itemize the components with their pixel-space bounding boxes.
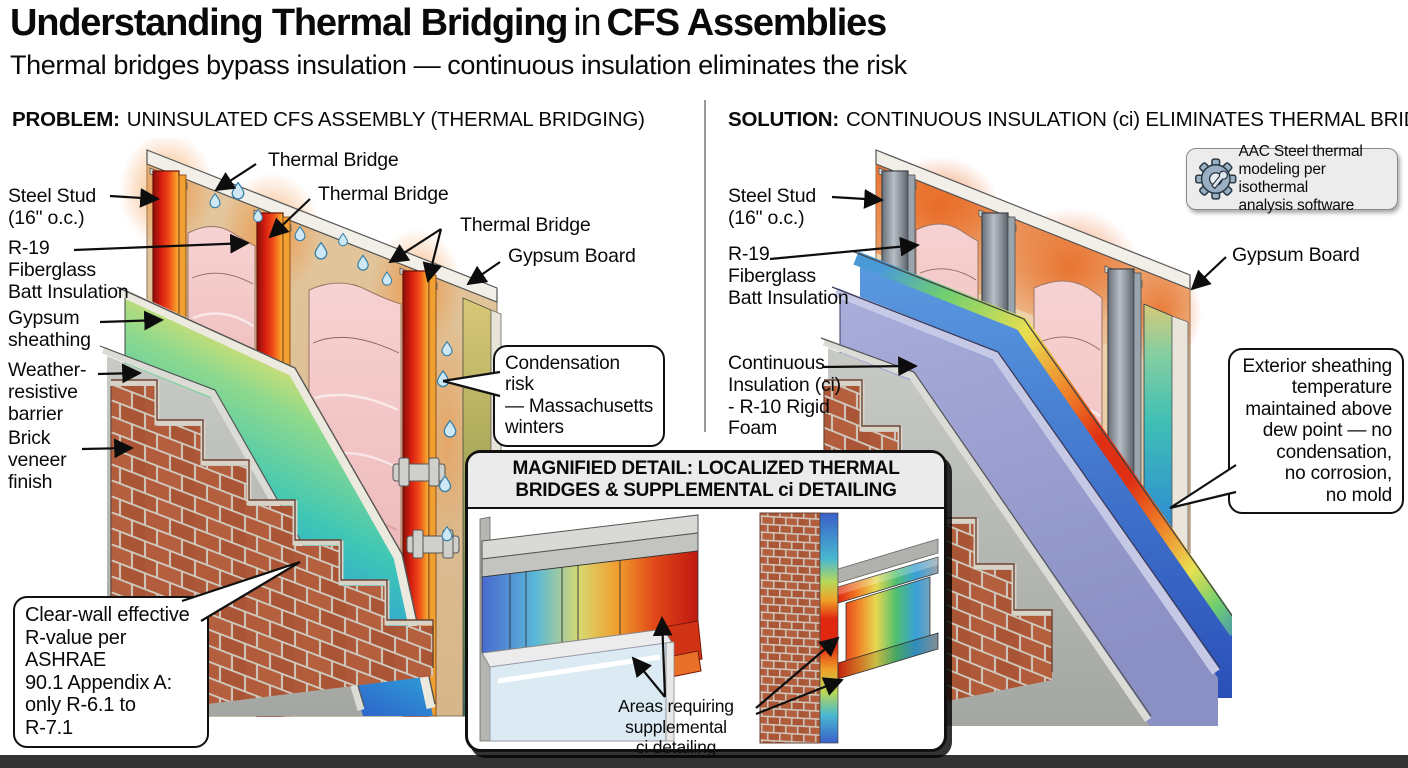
software-badge: AAC Steel thermal modeling per isotherma… [1186, 143, 1398, 214]
condensation-callout: Condensation risk — Massachusetts winter… [493, 345, 665, 447]
label-steel-stud-left: Steel Stud (16" o.c.) [8, 185, 96, 229]
gear-wrench-icon [1195, 158, 1237, 200]
clear-wall-callout: Clear-wall effective R-value per ASHRAE … [13, 596, 209, 748]
label-thermal-bridge-1: Thermal Bridge [268, 149, 399, 171]
problem-header: PROBLEM: UNINSULATED CFS ASSEMBLY (THERMA… [12, 108, 645, 132]
label-thermal-bridge-2: Thermal Bridge [318, 183, 449, 205]
solution-header: SOLUTION: CONTINUOUS INSULATION (ci) ELIM… [728, 108, 1408, 132]
panel-divider [704, 100, 706, 432]
bottom-bar [0, 755, 1408, 768]
label-thermal-bridge-3: Thermal Bridge [460, 214, 591, 236]
title-part2: in [573, 2, 601, 44]
areas-requiring-label: Areas requiring supplemental ci detailin… [618, 696, 734, 758]
label-continuous-insulation: Continuous Insulation (ci) - R-10 Rigid … [728, 352, 841, 440]
gypsum-board-edge [875, 149, 1191, 290]
window-head-detail [479, 514, 703, 742]
inset-header: MAGNIFIED DETAIL: LOCALIZED THERMAL BRID… [468, 453, 944, 509]
magnified-detail-inset: MAGNIFIED DETAIL: LOCALIZED THERMAL BRID… [465, 450, 947, 752]
badge-text: AAC Steel thermal modeling per isotherma… [1238, 143, 1363, 214]
solution-header-label: SOLUTION: [728, 108, 839, 131]
beam-penetration-detail [759, 512, 939, 744]
label-gypsum-board-right: Gypsum Board [1232, 244, 1360, 266]
title-part1: Understanding Thermal Bridging [10, 2, 568, 44]
label-steel-stud-right: Steel Stud (16" o.c.) [728, 185, 816, 229]
title-part3: CFS Assemblies [606, 2, 887, 44]
label-weather-barrier: Weather- resistive barrier [8, 359, 87, 425]
problem-header-label: PROBLEM: [12, 108, 120, 131]
label-r19-left: R-19 Fiberglass Batt Insulation [8, 237, 129, 303]
label-gypsum-board-left: Gypsum Board [508, 245, 636, 267]
page-subtitle: Thermal bridges bypass insulation — cont… [10, 50, 907, 80]
exterior-sheathing-callout: Exterior sheathing temperature maintaine… [1228, 348, 1404, 515]
problem-header-text: UNINSULATED CFS ASSEMBLY (THERMAL BRIDGI… [126, 108, 645, 131]
label-brick-veneer: Brick veneer finish [8, 427, 67, 493]
solution-header-text: CONTINUOUS INSULATION (ci) ELIMINATES TH… [845, 108, 1408, 131]
inset-illustrations [479, 512, 939, 744]
label-gypsum-sheathing: Gypsum sheathing [8, 307, 91, 351]
label-r19-right: R-19 Fiberglass Batt Insulation [728, 243, 849, 309]
